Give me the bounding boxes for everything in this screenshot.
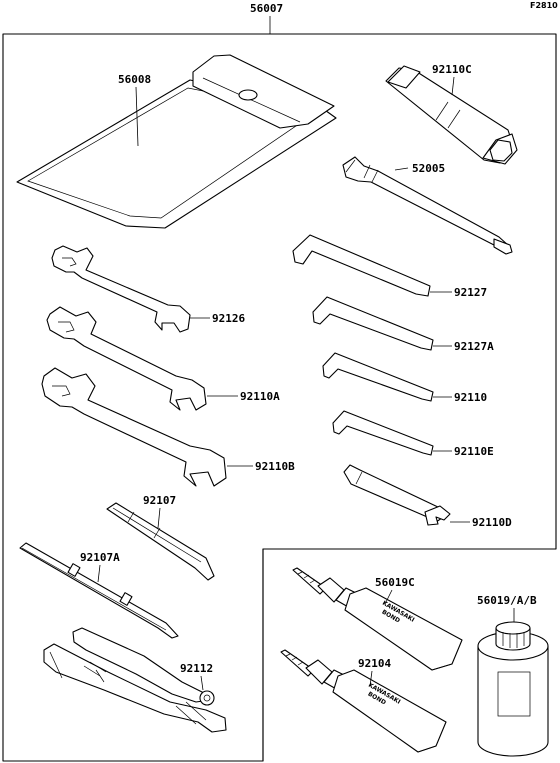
tool-kit-bag [16,54,337,229]
bond-tube-2-label: 92104 [358,657,391,670]
kit-bag-label: 56008 [118,73,151,86]
spoke-wrench [343,464,451,526]
screwdriver-handle-leader [97,564,101,583]
plug-wrench-leader [451,76,455,96]
open-wrench-1 [51,245,191,333]
handle-bar [342,156,513,255]
open-wrench-1-label: 92126 [212,312,245,325]
bond-tube-2-leader [369,670,373,687]
bond-can-label: 56019/A/B [477,594,537,607]
bond-tube-1-label: 56019C [375,576,415,589]
screwdriver-label: 92107 [143,494,176,507]
pliers-label: 92112 [180,662,213,675]
open-wrench-3 [41,367,227,487]
screwdriver-handle-label: 92107A [80,551,120,564]
open-wrench-2-label: 92110A [240,390,280,403]
figure-code: F2810 [530,1,558,10]
spoke-wrench-label: 92110D [472,516,512,529]
hex-wrench-3 [322,352,452,402]
screwdriver [106,502,215,581]
open-wrench-2 [46,306,207,411]
hex-wrench-1 [292,234,452,297]
assembly-number-label: 56007 [250,2,283,15]
hex-wrench-1-label: 92127 [454,286,487,299]
plug-wrench [385,65,518,165]
open-wrench-3-label: 92110B [255,460,295,473]
plug-wrench-label: 92110C [432,63,472,76]
hex-wrench-4 [332,410,452,456]
handle-label: 52005 [412,162,445,175]
pliers [43,627,227,733]
pliers-leader [200,675,204,691]
hex-wrench-3-label: 92110 [454,391,487,404]
kit-bag-leader [135,86,139,147]
bond-can [477,621,549,757]
hex-wrench-4-label: 92110E [454,445,494,458]
hex-wrench-2-label: 92127A [454,340,494,353]
bond-tube-1: KAWASAKI BOND [292,567,463,671]
hex-wrench-2 [312,296,452,351]
screwdriver-handle [19,542,179,639]
screwdriver-leader [157,507,161,529]
bond-tube-1-leader [384,589,393,605]
bond-tube-2: KAWASAKI BOND [280,649,447,753]
handle-leader [394,167,409,171]
